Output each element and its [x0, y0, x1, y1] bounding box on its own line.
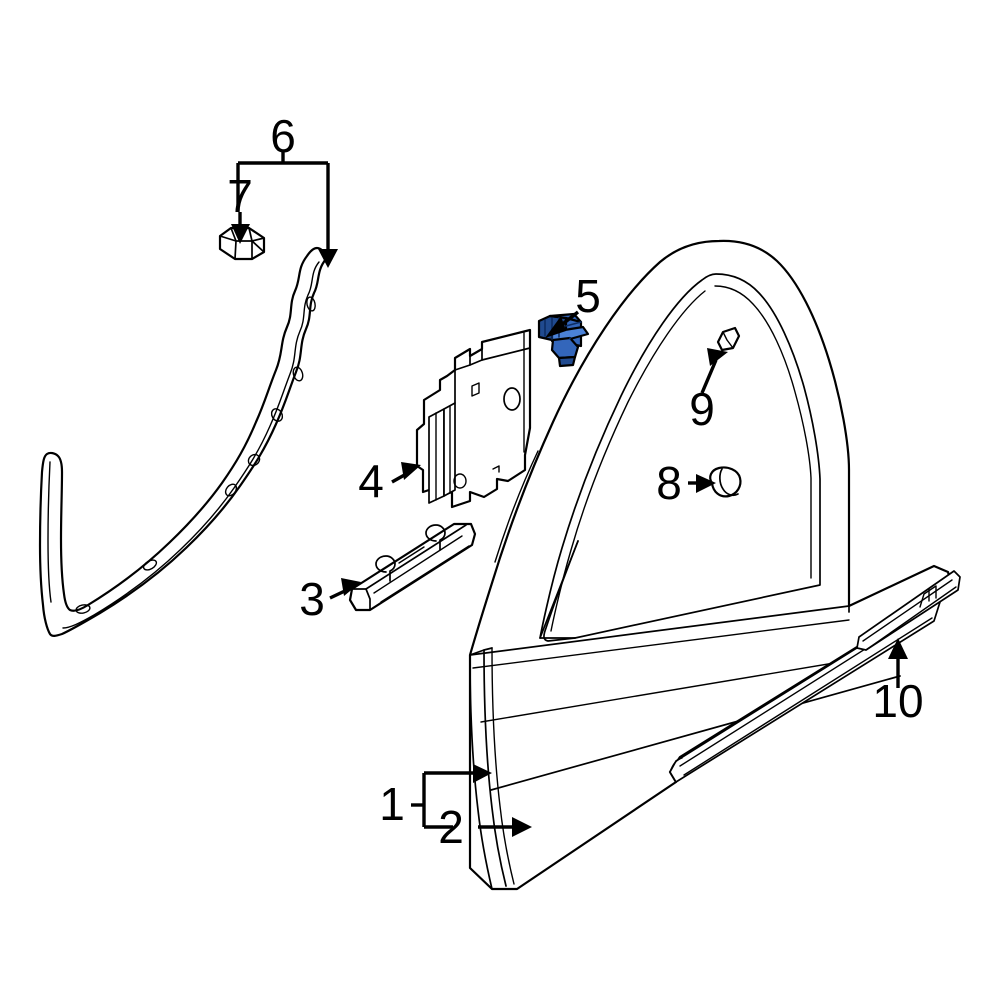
leader-5 [545, 310, 580, 338]
callout-label-9: 9 [689, 383, 715, 435]
leader-9 [700, 348, 728, 394]
leader-6 [236, 152, 338, 268]
callout-label-3: 3 [299, 573, 325, 625]
leader-10 [888, 638, 908, 688]
part-window-frame-plug[interactable] [716, 326, 741, 352]
part-door-bumper-stopper[interactable] [709, 466, 742, 498]
callout-label-1: 1 [379, 778, 405, 830]
callout-label-4: 4 [358, 455, 384, 507]
part-reinforcement-plate[interactable] [348, 522, 477, 612]
part-door-shell[interactable] [468, 239, 954, 891]
part-body-side-molding[interactable] [669, 570, 961, 783]
leader-7 [231, 212, 250, 244]
part-door-weatherstrip-assembly[interactable] [38, 246, 328, 637]
part-hinge-reinforcement-bracket[interactable] [415, 328, 532, 509]
callout-label-10: 10 [872, 675, 923, 727]
leader-3 [329, 578, 361, 600]
leader-1-2 [411, 764, 532, 837]
leader-8 [688, 474, 716, 493]
leader-4 [391, 462, 421, 484]
callout-label-7: 7 [227, 170, 253, 222]
callout-label-2: 2 [438, 801, 464, 853]
part-window-guide-clip-highlighted[interactable] [537, 312, 590, 368]
callout-label-8: 8 [656, 457, 682, 509]
callout-label-6: 6 [270, 110, 296, 162]
callout-label-5: 5 [575, 270, 601, 322]
